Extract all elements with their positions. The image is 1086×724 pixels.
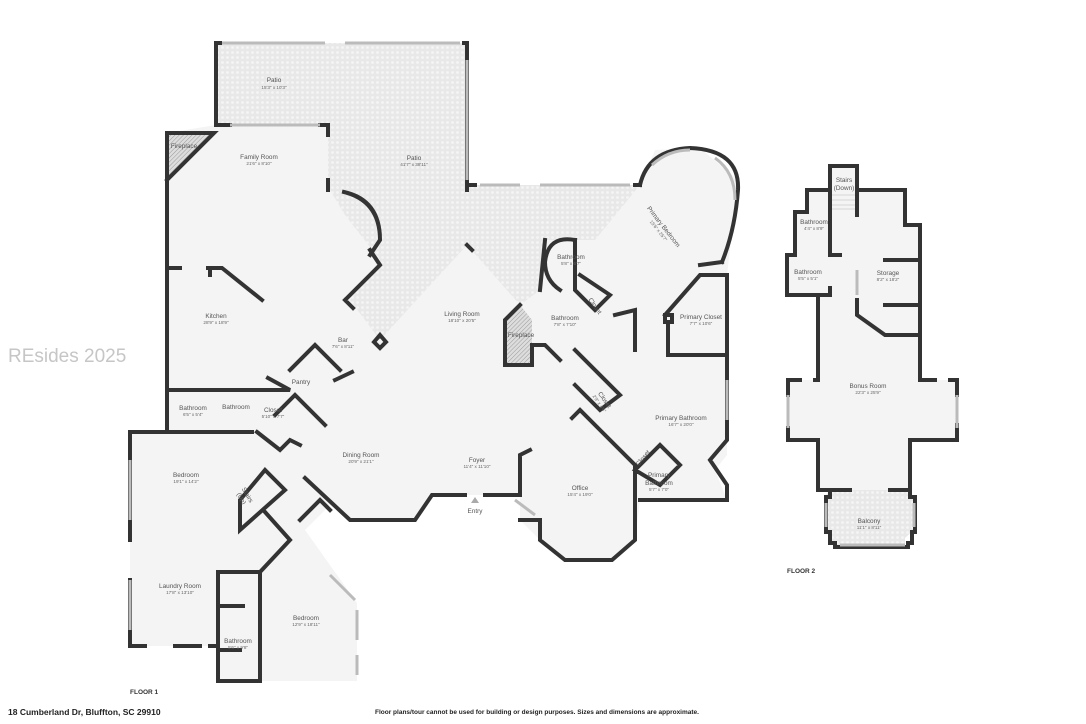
- room-dims: 5'10" x 7'7": [262, 414, 285, 419]
- bathroom-curve-wall: [341, 189, 578, 293]
- windows-floor2: [786, 270, 959, 547]
- room-dims: 5'8" x 6'7": [561, 261, 581, 266]
- room-dims: 8'2" x 18'2": [877, 277, 900, 282]
- fireplace-living: [505, 305, 532, 365]
- room-name: Office: [572, 485, 589, 492]
- room-name: Bathroom: [645, 480, 673, 487]
- room-name: Primary: [648, 472, 671, 479]
- floor1-floor: [130, 125, 738, 681]
- room-name: Entry: [468, 508, 484, 515]
- room-name: Family Room: [240, 154, 278, 161]
- room-name: Bedroom: [173, 472, 199, 479]
- room-name: Primary Closet: [680, 314, 722, 321]
- floor1-label: FLOOR 1: [130, 689, 159, 696]
- room-dims: 7'7" x 10'6": [690, 321, 713, 326]
- room-dims: 15'3" x 10'3": [261, 85, 287, 90]
- room-dims: 28'9" x 18'9": [203, 320, 229, 325]
- room-dims: 17'8" x 13'10": [166, 590, 194, 595]
- room-dims: 15'4" x 19'0": [567, 492, 593, 497]
- walls-floor2: [785, 164, 959, 549]
- room-dims: 19'1" x 14'2": [173, 479, 199, 484]
- room-name: Bathroom: [794, 269, 822, 276]
- room-dims: 5'5" x 5'1": [798, 276, 818, 281]
- room-name: Foyer: [469, 457, 486, 464]
- room-dims: 4'4" x 8'9": [804, 226, 824, 231]
- room-name: Living Room: [444, 311, 480, 318]
- primary-bedroom-wall: [637, 145, 741, 265]
- room-dims: 41'7" x 38'11": [400, 162, 428, 167]
- windows-floor1: [128, 41, 729, 675]
- room-dims: 20'9" x 21'1": [348, 459, 374, 464]
- room-dims: 5'7" x 7'0": [649, 487, 669, 492]
- room-dims: 22'3" x 25'9": [855, 390, 881, 395]
- room-dims: 7'6" x 8'11": [332, 344, 355, 349]
- room-dims: 11'4" x 11'10": [463, 464, 490, 469]
- room-dims: 11'1" x 8'11": [857, 525, 882, 530]
- room-name: Fireplace: [508, 332, 535, 339]
- room-name: Bar: [338, 337, 349, 344]
- room-name: Bedroom: [293, 615, 319, 622]
- room-name: Bathroom: [179, 405, 207, 412]
- room-dims: 16'7" x 20'0": [668, 422, 694, 427]
- floor2-labels: Stairs (Down) Bathroom 4'4" x 8'9" Bathr…: [787, 177, 900, 575]
- room-dims: 5'6" x 9'8": [228, 645, 248, 650]
- room-name: Patio: [267, 77, 282, 84]
- disclaimer: Floor plans/tour cannot be used for buil…: [375, 709, 699, 716]
- room-dims: 6'5" x 5'4": [183, 412, 203, 417]
- room-name: Bathroom: [551, 315, 579, 322]
- room-dims: (Down): [834, 185, 855, 192]
- patio-main: [328, 125, 640, 340]
- balcony-floor: [825, 490, 914, 545]
- room-name: Pantry: [292, 379, 311, 386]
- stairs-treads-down: [832, 194, 855, 210]
- room-name: Bathroom: [800, 219, 828, 226]
- room-dims: 18'10" x 20'5": [448, 318, 476, 323]
- room-name: Storage: [877, 270, 900, 277]
- floor1-plan: [128, 41, 914, 683]
- room-name: Patio: [407, 155, 422, 162]
- floor2-label: FLOOR 2: [787, 568, 816, 575]
- room-name: Bathroom: [224, 638, 252, 645]
- room-name: Bathroom: [557, 254, 585, 261]
- room-name: Balcony: [858, 518, 882, 525]
- room-name: Dining Room: [343, 452, 380, 459]
- room-name: Stairs: [836, 177, 852, 184]
- floor2-plan: [785, 164, 959, 549]
- room-dims: 21'6" x 8'10": [246, 161, 272, 166]
- property-address: 18 Cumberland Dr, Bluffton, SC 29910: [8, 707, 161, 717]
- room-name: Fireplace: [171, 143, 198, 150]
- room-name: Bathroom: [222, 404, 250, 411]
- room-dims: 12'9" x 18'11": [292, 622, 320, 627]
- room-name: Bonus Room: [850, 383, 887, 390]
- room-name: Kitchen: [205, 313, 227, 320]
- room-name: Primary Bathroom: [655, 415, 707, 422]
- room-name: Laundry Room: [159, 583, 201, 590]
- primary-bedroom-windows: [650, 148, 737, 201]
- watermark: REsides 2025: [8, 346, 127, 367]
- entry-arrow-icon: [471, 497, 479, 503]
- room-name: Closet: [264, 407, 282, 414]
- room-dims: 7'8" x 7'10": [554, 322, 577, 327]
